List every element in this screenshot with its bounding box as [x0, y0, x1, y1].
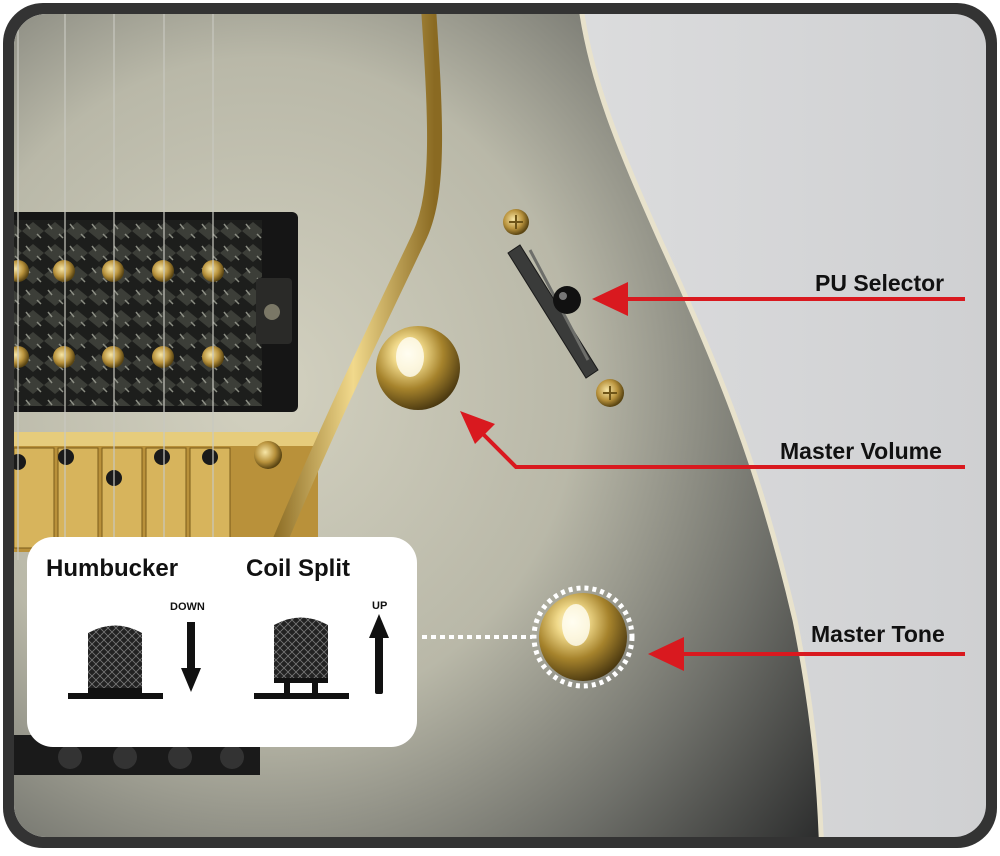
pu-selector-label: PU Selector: [815, 270, 945, 296]
pu-selector-switch: [503, 209, 624, 407]
humbucker-title: Humbucker: [46, 555, 179, 582]
strings: [17, 14, 214, 560]
master-volume-label: Master Volume: [780, 438, 942, 464]
master-tone-arrow: [648, 637, 965, 671]
up-arrow-icon: [369, 614, 389, 694]
master-tone-label: Master Tone: [811, 621, 945, 647]
coil-split-knob-diagram: [254, 617, 349, 699]
pole-pieces: [14, 260, 224, 368]
down-arrow-icon: [181, 622, 201, 692]
humbucker-pickup: [14, 220, 262, 406]
humbucker-knob-diagram: [68, 625, 163, 699]
master-volume-arrow: [460, 411, 965, 469]
coil-split-direction: UP: [372, 600, 388, 612]
coil-split-title: Coil Split: [246, 555, 350, 582]
tone-highlight-ring: [531, 585, 635, 689]
pu-selector-arrow: [592, 282, 965, 316]
humbucker-direction: DOWN: [170, 601, 205, 613]
tremolo-arm: [264, 14, 443, 568]
